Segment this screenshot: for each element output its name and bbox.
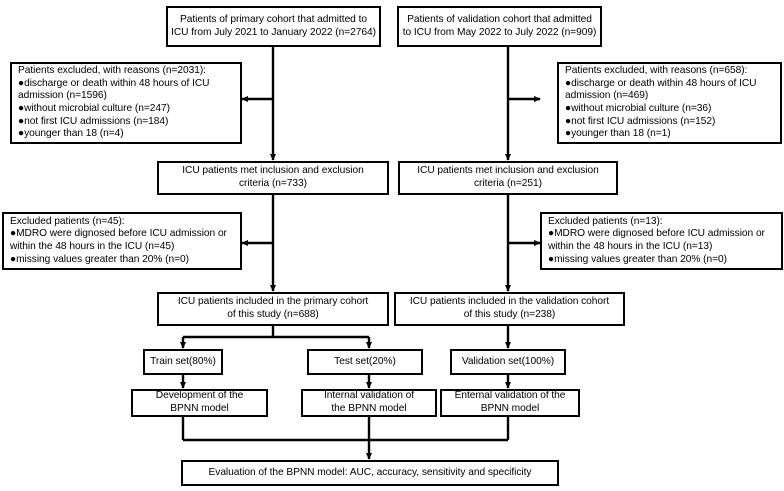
node-primary-cohort: Patients of primary cohort that admitted… — [166, 6, 381, 47]
node-line: Patients of primary cohort that admitted… — [180, 13, 367, 25]
node-line: the BPNN model — [331, 403, 407, 414]
node-line: ●MDRO were dignosed before ICU admission… — [548, 228, 765, 240]
node-line: admission (n=469) — [565, 90, 649, 102]
node-line: criteria (n=251) — [474, 178, 542, 189]
node-line: of this study (n=688) — [227, 309, 319, 320]
node-line: Patients of validation cohort that admit… — [407, 13, 592, 25]
node-primary-excluded-1: Patients excluded, with reasons (n=2031)… — [10, 62, 242, 144]
node-line: ICU patients met inclusion and exclusion — [417, 165, 599, 177]
node-enternal-validation: Enternal validation of the BPNN model — [440, 389, 580, 417]
node-line: ●without microbial culture (n=247) — [18, 103, 170, 114]
node-line: Patients excluded, with reasons (n=658): — [565, 65, 748, 77]
node-line: ●younger than 18 (n=1) — [565, 128, 671, 140]
node-line: ●not first ICU admissions (n=152) — [565, 115, 716, 127]
node-line: ●discharge or death within 48 hours of I… — [18, 77, 210, 89]
node-line: ●younger than 18 (n=4) — [18, 128, 124, 140]
node-development: Development of the BPNN model — [131, 389, 268, 417]
node-line: admission (n=1596) — [18, 90, 107, 102]
node-primary-met-criteria: ICU patients met inclusion and exclusion… — [157, 161, 389, 195]
node-validation-excluded-1: Patients excluded, with reasons (n=658):… — [557, 62, 782, 144]
node-line: Evaluation of the BPNN model: AUC, accur… — [208, 466, 532, 478]
node-line: Test set(20%) — [334, 355, 396, 367]
node-evaluation: Evaluation of the BPNN model: AUC, accur… — [181, 460, 559, 486]
node-line: Development of the — [155, 390, 244, 402]
node-primary-included: ICU patients included in the primary coh… — [157, 292, 389, 326]
node-line: BPNN model — [480, 403, 540, 414]
node-line: ●without microbial culture (n=36) — [565, 103, 712, 114]
node-validation-set: Validation set(100%) — [450, 349, 566, 375]
node-line: ICU patients met inclusion and exclusion — [182, 165, 364, 177]
node-line: ●MDRO were dignosed before ICU admission… — [10, 228, 227, 240]
node-validation-excluded-2: Excluded patients (n=13): ●MDRO were dig… — [540, 212, 783, 270]
node-line: criteria (n=733) — [239, 178, 307, 189]
node-line: Excluded patients (n=45): — [10, 215, 125, 227]
node-line: ICU patients included in the primary coh… — [177, 296, 369, 308]
node-line: within the 48 hours in the ICU (n=13) — [548, 241, 713, 252]
node-line: Patients excluded, with reasons (n=2031)… — [18, 65, 206, 77]
node-line: Validation set(100%) — [461, 355, 555, 367]
node-line: BPNN model — [170, 403, 229, 414]
node-line: ICU patients included in the validation … — [409, 296, 610, 308]
node-validation-cohort: Patients of validation cohort that admit… — [397, 6, 602, 47]
node-primary-excluded-2: Excluded patients (n=45): ●MDRO were dig… — [2, 212, 242, 270]
node-line: ICU from July 2021 to January 2022 (n=27… — [171, 26, 376, 38]
node-train-set: Train set(80%) — [143, 349, 223, 375]
node-line: Enternal validation of the — [454, 390, 566, 402]
node-validation-included: ICU patients included in the validation … — [394, 292, 625, 326]
node-internal-validation: Internal validation of the BPNN model — [301, 389, 437, 417]
node-line: Internal validation of — [323, 390, 415, 402]
node-line: ●missing values greater than 20% (n=0) — [548, 253, 727, 265]
node-line: ●missing values greater than 20% (n=0) — [10, 253, 189, 265]
node-test-set: Test set(20%) — [307, 349, 423, 375]
node-line: within the 48 hours in the ICU (n=45) — [10, 241, 175, 252]
node-validation-met-criteria: ICU patients met inclusion and exclusion… — [398, 161, 618, 195]
node-line: Train set(80%) — [150, 355, 216, 367]
node-line: Excluded patients (n=13): — [548, 215, 663, 227]
node-line: ●discharge or death within 48 hours of I… — [565, 77, 757, 89]
node-line: of this study (n=238) — [463, 309, 556, 320]
node-line: to ICU from May 2022 to July 2022 (n=909… — [402, 26, 597, 38]
node-line: ●not first ICU admissions (n=184) — [18, 115, 169, 127]
